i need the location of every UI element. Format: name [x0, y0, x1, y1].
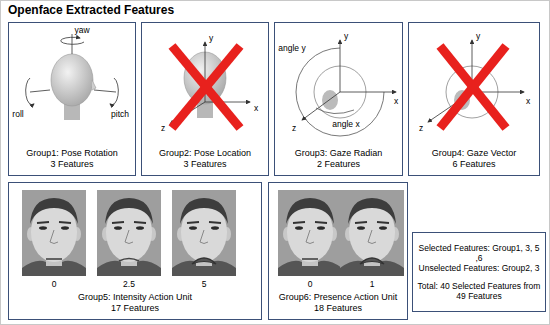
angle-label: angle y — [278, 44, 305, 53]
text-group: Group1: Pose Rotation3 Features — [12, 148, 132, 170]
group-caption: Group2: Pose Location — [145, 148, 265, 159]
text-group: Group2: Pose Location3 Features — [145, 148, 265, 170]
feature-count: 3 Features — [12, 159, 132, 170]
diagram-title: Openface Extracted Features — [8, 3, 174, 17]
group-caption: Group5: Intensity Action Unit — [12, 292, 258, 303]
text-group: Group4: Gaze Vector6 Features — [412, 148, 536, 170]
angle-label: angle x — [332, 120, 359, 129]
group-panel: Group4: Gaze Vector6 Features — [408, 22, 540, 176]
feature-count: Unselected Features: Group2, 3 — [417, 263, 541, 273]
rotation-label: yaw — [74, 26, 89, 35]
axis-label: x — [526, 97, 530, 106]
group-panel: Group1: Pose Rotation3 Features — [8, 22, 136, 176]
axis-label: x — [394, 97, 398, 106]
text-group: Selected Features: Group1, 3, 5 ,6Unsele… — [417, 243, 541, 302]
feature-count: Total: 40 Selected Features from 49 Feat… — [417, 281, 541, 302]
axis-label: y — [476, 32, 480, 41]
text-group: Group6: Presence Action Unit18 Features — [272, 292, 404, 314]
rotation-label: roll — [12, 110, 23, 119]
group-caption: Group3: Gaze Radian — [278, 148, 399, 159]
scale-label: 0 — [52, 280, 57, 289]
scale-label: 1 — [370, 280, 375, 289]
feature-count: 3 Features — [145, 159, 265, 170]
group-caption: Group1: Pose Rotation — [12, 148, 132, 159]
scale-label: 0 — [308, 280, 313, 289]
group-caption: Group6: Presence Action Unit — [272, 292, 404, 303]
axis-label: x — [254, 104, 258, 113]
rotation-label: pitch — [111, 110, 129, 119]
summary-box: Selected Features: Group1, 3, 5 ,6Unsele… — [412, 232, 546, 312]
feature-count: 18 Features — [272, 303, 404, 314]
axis-label: z — [292, 124, 296, 133]
text-group: Group3: Gaze Radian2 Features — [278, 148, 399, 170]
scale-label: 5 — [202, 280, 207, 289]
group-panel: Group6: Presence Action Unit18 Features — [268, 182, 408, 320]
axis-label: y — [209, 34, 213, 43]
axis-label: z — [419, 124, 423, 133]
group-panel: Group2: Pose Location3 Features — [141, 22, 269, 176]
group-panel: Group5: Intensity Action Unit17 Features — [8, 182, 262, 320]
feature-count: 17 Features — [12, 303, 258, 314]
group-caption: Group4: Gaze Vector — [412, 148, 536, 159]
group-caption: Selected Features: Group1, 3, 5 ,6 — [417, 243, 541, 264]
scale-label: 2.5 — [123, 280, 135, 289]
axis-label: y — [344, 32, 348, 41]
axis-label: z — [161, 124, 165, 133]
feature-count: 6 Features — [412, 159, 536, 170]
text-group: Group5: Intensity Action Unit17 Features — [12, 292, 258, 314]
feature-count: 2 Features — [278, 159, 399, 170]
